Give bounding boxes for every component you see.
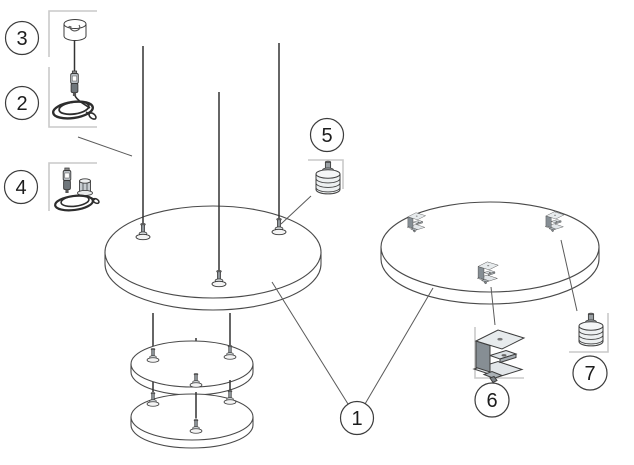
callout-4-label: 4	[15, 177, 26, 199]
leader-disc-right-to-1	[364, 287, 434, 405]
leader-clamp-to-7	[560, 239, 578, 312]
bracket-part-6	[474, 327, 524, 379]
callout-1-circle	[339, 400, 375, 436]
cable-end-link	[85, 195, 96, 201]
panel-disc-left	[104, 205, 322, 299]
cable-gripper	[70, 70, 79, 97]
part-ribbed-mount-5	[315, 160, 341, 195]
callout-3-label: 3	[16, 28, 27, 50]
callout-2-label: 2	[16, 93, 27, 115]
cable-coil-inner	[60, 194, 90, 208]
leader-lines	[77, 136, 578, 405]
left-panel-assembly	[104, 43, 322, 311]
part-ribbed-mount-7	[578, 312, 604, 347]
right-panel-assembly	[380, 201, 600, 305]
callout-7-circle	[572, 355, 608, 391]
bracket-part-4	[48, 162, 97, 211]
cable-coil-inner	[58, 100, 90, 116]
cable-end-loop	[88, 112, 97, 120]
cup-toggle-end	[68, 26, 72, 28]
callout-3-circle	[4, 20, 40, 56]
callouts: 1 2 3 4 5 6 7	[3, 20, 608, 436]
callout-4-circle	[3, 169, 39, 205]
callout-1: 1	[339, 400, 375, 436]
cable-gripper	[62, 167, 72, 194]
callout-5-circle	[309, 117, 345, 153]
bracket-part-2	[48, 67, 97, 128]
cup-top	[63, 19, 87, 29]
bracket-part-3	[48, 10, 97, 57]
callout-1-label: 1	[351, 408, 362, 430]
callout-5: 5	[309, 117, 345, 153]
callout-5-label: 5	[321, 125, 332, 147]
callout-2-circle	[4, 85, 40, 121]
bushing-top	[79, 178, 91, 184]
part-cable-adjuster	[51, 40, 97, 120]
cup-toggle	[68, 24, 81, 32]
callout-6-circle	[474, 382, 510, 418]
leader-group234-to-wire	[77, 136, 133, 157]
callout-6-label: 6	[486, 390, 497, 412]
callout-7-label: 7	[584, 363, 595, 385]
group-brackets	[48, 10, 609, 379]
part-cable-kit	[54, 167, 100, 212]
leader-clamp-to-6	[490, 286, 496, 326]
stacked-discs-assembly	[130, 313, 254, 449]
callout-6: 6	[474, 382, 510, 418]
callout-4: 4	[3, 169, 39, 205]
cable-end-loop	[92, 197, 100, 205]
leader-disc-left-to-1	[271, 281, 349, 405]
leader-part5-to-fitting	[280, 195, 312, 225]
part-ceiling-cup	[63, 19, 87, 41]
panel-disc-right	[380, 201, 600, 293]
bracket-part-5	[308, 159, 344, 189]
callout-3: 3	[4, 20, 40, 56]
stack-disc-upper	[130, 340, 254, 388]
stack-disc-lower	[130, 393, 254, 441]
callout-7: 7	[572, 355, 608, 391]
bracket-part-7	[569, 313, 609, 353]
part-beam-clamp-6	[473, 329, 525, 383]
callout-2: 2	[4, 85, 40, 121]
